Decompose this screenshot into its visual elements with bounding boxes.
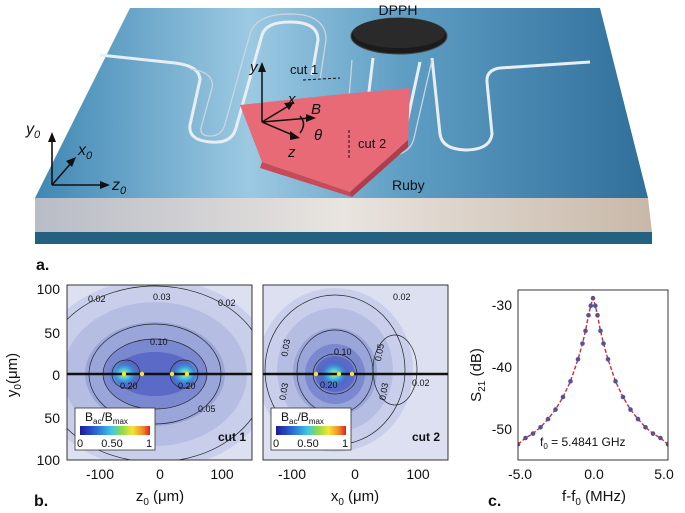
global-axes	[51, 138, 104, 186]
global-axis-x0: x0	[77, 142, 93, 162]
contour-label: 0.05	[198, 404, 216, 414]
data-point	[568, 379, 573, 384]
data-point	[575, 357, 581, 362]
ruby-crystal	[240, 88, 410, 192]
xtick: -100	[86, 466, 114, 482]
cut2-xlabel: x0 (μm)	[331, 488, 379, 508]
panel-b-field-maps: 0.02 0.03 0.02 0.10 0.20 0.20 0.05 cut 1	[4, 281, 449, 510]
local-axis-x: x	[287, 91, 296, 108]
data-point	[583, 328, 588, 334]
svg-text:0.50: 0.50	[297, 438, 318, 450]
ytick: 0	[52, 367, 60, 383]
svg-text:1: 1	[342, 438, 348, 450]
contour-label: 0.10	[150, 337, 168, 347]
contour-label: 0.20	[120, 381, 138, 391]
xtick: 0	[351, 466, 359, 482]
colorbar-left: Bac/Bmax 0 0.50 1	[74, 407, 156, 451]
panel-c-xlabel: f-f0 (MHz)	[562, 488, 626, 508]
data-point	[588, 303, 594, 309]
contour-label: 0.03	[377, 382, 390, 401]
xtick: 100	[210, 466, 234, 482]
xtick: 0	[156, 466, 164, 482]
ytick: 100	[37, 452, 61, 468]
panel-c-label: c.	[488, 493, 501, 510]
local-axes	[261, 68, 311, 137]
data-point	[598, 328, 603, 334]
ytick: -50	[492, 421, 512, 437]
xtick: -100	[278, 466, 306, 482]
contour-label: 0.02	[218, 298, 236, 308]
xtick: 5.0	[654, 466, 674, 482]
contour-label: 0.20	[178, 381, 196, 391]
ytick: 50	[44, 410, 60, 426]
data-point	[605, 357, 611, 362]
xtick: 0.0	[584, 466, 604, 482]
local-axis-B: B	[311, 101, 321, 118]
panel-b-xaxis: -100 0 100 z0 (μm) -100 0 100 x0 (μm)	[86, 466, 430, 508]
panel-c-transmission: -30 -40 -50 S21 (dB) -5.0 0.0 5.0 f-f0 (…	[468, 289, 674, 510]
resonance-annotation: f0 = 5.4841 GHz	[540, 435, 626, 451]
contour-label: 0.20	[320, 380, 338, 390]
ruby-label: Ruby	[392, 177, 425, 193]
contour-label: 0.10	[334, 347, 352, 357]
ytick: -30	[492, 297, 512, 313]
xtick: -5.0	[508, 466, 532, 482]
contour-label: 0.02	[393, 292, 411, 302]
local-axis-theta: θ	[314, 127, 322, 144]
global-axis-y0: y0	[25, 121, 41, 141]
substrate-side	[35, 198, 652, 232]
svg-text:0: 0	[77, 438, 83, 450]
svg-text:Bac/Bmax: Bac/Bmax	[281, 410, 324, 426]
ytick: 100	[37, 281, 61, 297]
ytick: -40	[492, 359, 512, 375]
cut1-label: cut 1	[290, 62, 318, 77]
contour-label: 0.03	[277, 382, 290, 401]
panel-b-yaxis: 100 50 0 50 100 y0(μm)	[4, 281, 60, 468]
svg-text:Bac/Bmax: Bac/Bmax	[85, 410, 128, 426]
local-axis-y: y	[249, 59, 259, 76]
contour-label: 0.05	[373, 343, 386, 362]
panel-a-device: DPPH Ruby cut 1 cut 2 y x B θ z	[25, 2, 652, 274]
dpph-label: DPPH	[379, 2, 418, 18]
panel-c-xaxis: -5.0 0.0 5.0 f-f0 (MHz)	[508, 466, 674, 508]
contour-label: 0.03	[153, 292, 171, 302]
cut1-map-label: cut 1	[218, 430, 246, 444]
panel-c-ylabel: S21 (dB)	[468, 348, 488, 402]
cut2-map-label: cut 2	[412, 430, 440, 444]
panel-b-ylabel: y0(μm)	[4, 353, 24, 397]
fit-curve	[518, 295, 668, 445]
ground-plane-edge	[35, 232, 652, 244]
panel-b-label: b.	[34, 493, 48, 510]
contour-label: 0.02	[88, 294, 106, 304]
svg-text:0.50: 0.50	[101, 438, 122, 450]
contour-label: 0.03	[279, 338, 292, 357]
panel-a-label: a.	[36, 257, 49, 274]
svg-text:1: 1	[146, 438, 152, 450]
colorbar-right: Bac/Bmax 0 0.50 1	[270, 407, 352, 451]
ytick: 50	[44, 325, 60, 341]
global-axis-z0: z0	[111, 177, 127, 197]
local-axis-z: z	[287, 144, 296, 161]
xtick: 100	[406, 466, 430, 482]
svg-text:0: 0	[273, 438, 279, 450]
panel-c-yaxis: -30 -40 -50 S21 (dB)	[468, 297, 512, 437]
contour-label: 0.02	[412, 378, 430, 388]
cut2-label: cut 2	[358, 136, 386, 151]
cut1-xlabel: z0 (μm)	[136, 488, 184, 508]
